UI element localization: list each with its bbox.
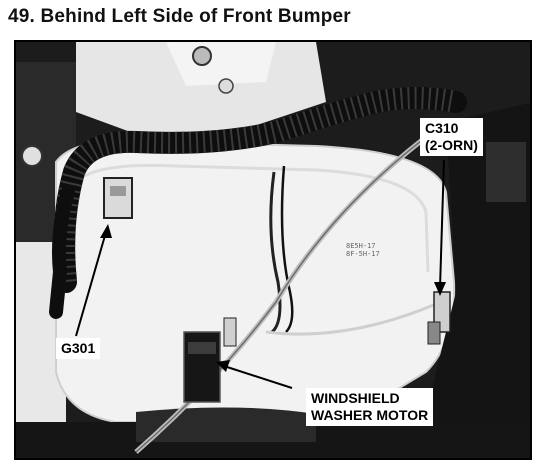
callout-g301: G301 [56,338,101,359]
wire [269,171,282,334]
connector-g301 [103,177,133,219]
callout-c310: C310 (2-ORN) [420,118,483,156]
callout-c310-line1: C310 [425,120,459,136]
reservoir-marking-line2: 8F-5H-17 [346,250,380,258]
mounting-bolt [192,46,212,66]
callout-arrow [439,159,445,289]
mounting-bolt [218,78,234,94]
callout-c310-line2: (2-ORN) [425,137,478,153]
callout-washer-motor-line1: WINDSHIELD [311,390,400,406]
mounting-bolt [21,145,43,167]
callout-arrow [75,231,107,337]
page-title: 49. Behind Left Side of Front Bumper [8,6,351,27]
callout-washer-motor-line2: WASHER MOTOR [311,407,429,423]
component-photo: 8E5H-17 8F-5H-17 G301 C310 (2-ORN) WINDS… [14,40,532,460]
washer-hose [265,302,437,336]
reservoir-marking-line1: 8E5H-17 [346,242,376,250]
callout-washer-motor: WINDSHIELD WASHER MOTOR [306,388,434,426]
reservoir-marking: 8E5H-17 8F-5H-17 [346,242,380,258]
callout-g301-label: G301 [61,340,96,356]
photo-illustration [16,42,530,458]
callout-arrow [223,365,293,389]
